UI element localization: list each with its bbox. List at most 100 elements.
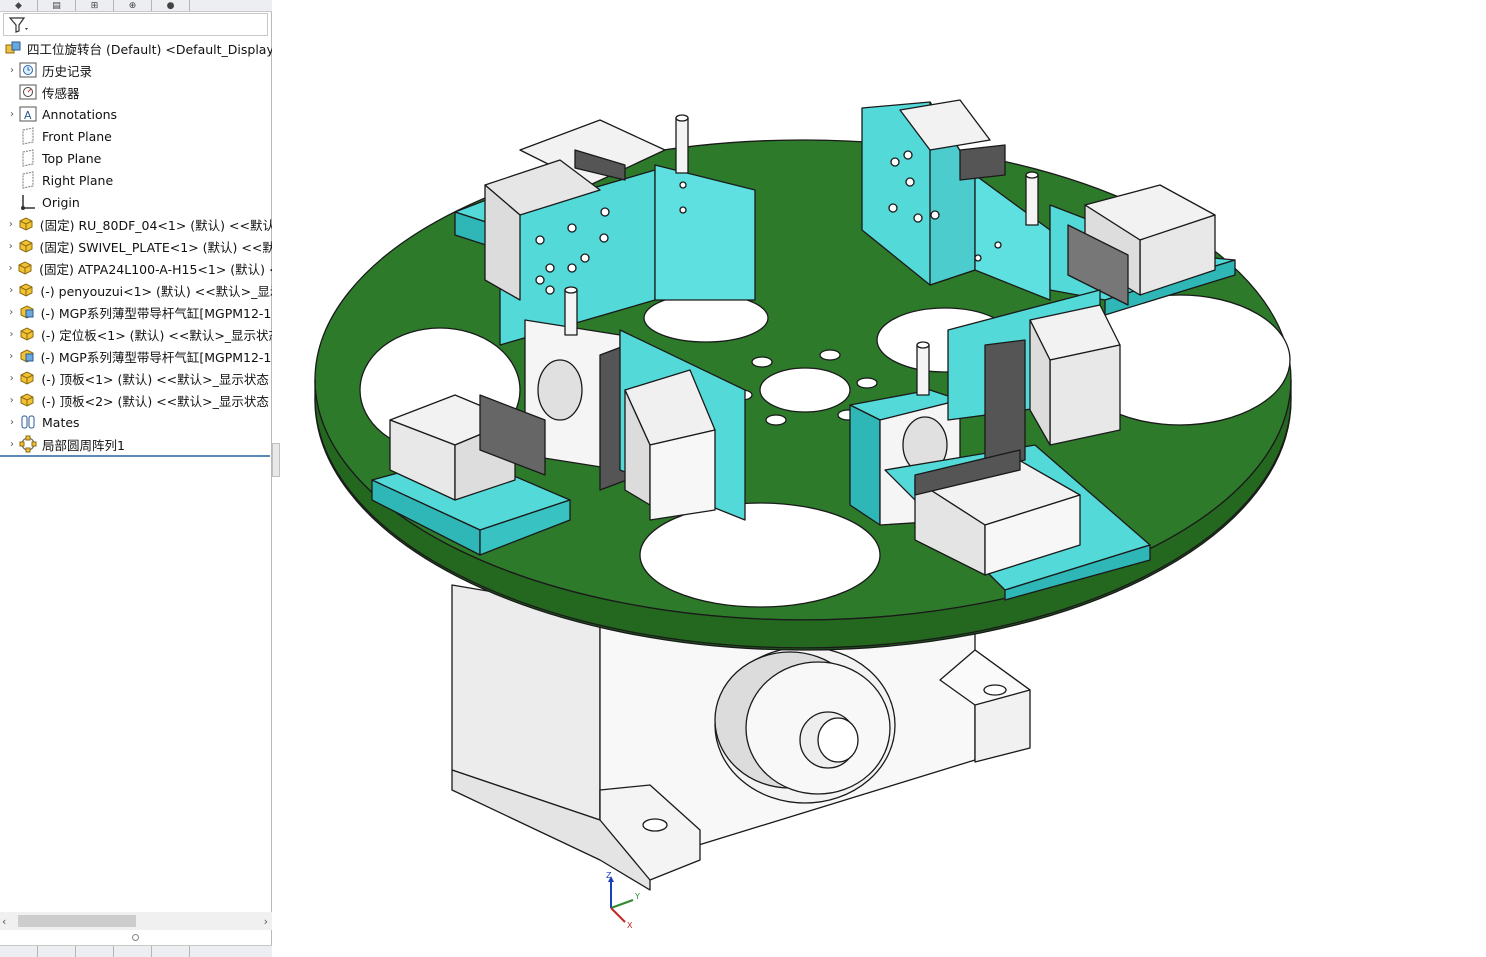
display-manager-tab-icon: ● <box>166 0 175 11</box>
expand-arrow-icon[interactable]: › <box>9 328 14 340</box>
configuration-manager-tab-icon: ⊞ <box>90 0 99 11</box>
bottom-tab-5[interactable] <box>152 946 190 957</box>
station-left-front <box>371 286 746 556</box>
tree-item[interactable]: › (-) 顶板<2> (默认) <<默认>_显示状态 1> <box>0 389 272 411</box>
tree-item-label: Origin <box>42 194 80 210</box>
feature-tree-tab-icon: ◆ <box>15 0 22 11</box>
tab-dimxpert-manager[interactable]: ⊕ <box>114 0 152 11</box>
tree-item-label: (固定) SWIVEL_PLATE<1> (默认) <<默认>_显示状态 1> <box>39 239 272 255</box>
history-icon <box>19 62 37 78</box>
tree-item[interactable]: › A Annotations <box>0 103 272 125</box>
feature-manager-panel: ◆ ▤ ⊞ ⊕ ● 四工位旋转台 (Default) <Default_Disp… <box>0 0 272 957</box>
expand-arrow-icon[interactable]: › <box>9 394 14 406</box>
tree-item[interactable]: › (固定) RU_80DF_04<1> (默认) <<默认>_显示状态 1> <box>0 213 272 235</box>
assembly-icon <box>5 41 21 54</box>
tree-item[interactable]: ›(-) MGP系列薄型带导杆气缸[MGPM12-10Z]<1> <box>0 301 272 323</box>
tree-item-label: 局部圆周阵列1 <box>42 437 125 453</box>
horizontal-scrollbar[interactable]: ‹ › <box>0 912 272 930</box>
funnel-icon[interactable] <box>8 16 30 34</box>
bottom-tab-3[interactable] <box>76 946 114 957</box>
expand-arrow-icon[interactable]: › <box>9 306 14 318</box>
rollback-bar[interactable] <box>0 455 270 457</box>
tree-item[interactable]: ›传感器 <box>0 81 272 103</box>
tree-item-label: (-) 顶板<2> (默认) <<默认>_显示状态 1> <box>41 393 272 409</box>
tree-item[interactable]: › 历史记录 <box>0 59 272 81</box>
property-manager-tab-icon: ▤ <box>52 0 61 11</box>
station-upper-left <box>454 114 756 346</box>
triad-z-label: Z <box>606 871 612 880</box>
tree-item-label: Annotations <box>42 106 118 122</box>
tree-item[interactable]: › (固定) SWIVEL_PLATE<1> (默认) <<默认>_显示状态 1> <box>0 235 272 257</box>
expand-arrow-icon[interactable]: › <box>10 438 14 450</box>
station-right-front <box>849 289 1151 601</box>
tab-property-manager[interactable]: ▤ <box>38 0 76 11</box>
expand-arrow-icon[interactable]: › <box>8 218 13 230</box>
expand-arrow-icon[interactable]: › <box>8 262 13 274</box>
feature-tree: 四工位旋转台 (Default) <Default_Display State-… <box>0 37 272 455</box>
tree-item[interactable]: › (-) 顶板<1> (默认) <<默认>_显示状态 1> <box>0 367 272 389</box>
tree-item-label: 历史记录 <box>42 63 93 79</box>
part-icon <box>19 283 33 297</box>
plane-icon <box>22 171 34 189</box>
tab-feature-tree[interactable]: ◆ <box>0 0 38 11</box>
axis-triad: Z Y X <box>606 871 640 930</box>
timing-pulley <box>714 646 896 804</box>
bottom-tab-4[interactable] <box>114 946 152 957</box>
tree-item[interactable]: › (-) MGP系列薄型带导杆气缸[MGPM12-10Z]<2> <box>0 345 272 367</box>
bottom-tab-2[interactable] <box>38 946 76 957</box>
tree-item[interactable]: ›Right Plane <box>0 169 272 191</box>
plane-icon <box>22 149 34 167</box>
tree-item[interactable]: › (-) penyouzui<1> (默认) <<默认>_显示状态 1> <box>0 279 272 301</box>
tab-configuration-manager[interactable]: ⊞ <box>76 0 114 11</box>
tree-item[interactable]: › (-) 定位板<1> (默认) <<默认>_显示状态 1> <box>0 323 272 345</box>
tree-item-label: (-) MGP系列薄型带导杆气缸[MGPM12-10Z]<2> <box>40 349 272 365</box>
tree-item[interactable]: ›(固定) ATPA24L100-A-H15<1> (默认) <<默认>_显示状… <box>0 257 272 279</box>
panel-resize-grip[interactable] <box>132 934 139 941</box>
tree-item-label: (固定) RU_80DF_04<1> (默认) <<默认>_显示状态 1> <box>39 217 272 233</box>
expand-arrow-icon[interactable]: › <box>10 416 14 428</box>
tree-item[interactable]: › 局部圆周阵列1 <box>0 433 272 455</box>
expand-arrow-icon[interactable]: › <box>9 372 14 384</box>
expand-arrow-icon[interactable]: › <box>10 108 14 120</box>
scroll-thumb[interactable] <box>18 915 136 927</box>
expand-arrow-icon[interactable]: › <box>9 284 14 296</box>
tree-item-label: 四工位旋转台 (Default) <Default_Display State-… <box>27 41 272 57</box>
plane-icon <box>22 127 34 145</box>
tree-item-label: Top Plane <box>42 150 102 166</box>
tree-item-label: Mates <box>42 414 80 430</box>
tree-item[interactable]: › Mates <box>0 411 272 433</box>
rotary-table-model[interactable] <box>281 0 1486 956</box>
tree-item-label: (-) 定位板<1> (默认) <<默认>_显示状态 1> <box>41 327 272 343</box>
subassembly-icon <box>20 305 34 319</box>
expand-arrow-icon[interactable]: › <box>8 240 13 252</box>
graphics-area[interactable]: Z Y X <box>281 0 1486 956</box>
tree-item-label: (-) 顶板<1> (默认) <<默认>_显示状态 1> <box>41 371 272 387</box>
tree-item-label: Right Plane <box>42 172 114 188</box>
bottom-tab-1[interactable] <box>0 946 38 957</box>
tab-display-manager[interactable]: ● <box>152 0 190 11</box>
origin-icon <box>21 195 35 210</box>
triad-x-label: X <box>627 921 633 930</box>
tree-root-item[interactable]: 四工位旋转台 (Default) <Default_Display State-… <box>0 37 272 59</box>
scroll-left-arrow-icon[interactable]: ‹ <box>2 915 7 928</box>
bottom-tab-strip <box>0 945 272 957</box>
subassembly-icon <box>20 349 34 363</box>
tree-item-label: (-) penyouzui<1> (默认) <<默认>_显示状态 1> <box>40 283 272 299</box>
annotations-icon: A <box>19 106 37 122</box>
circular-pattern-icon <box>19 435 37 453</box>
panel-splitter[interactable] <box>272 443 280 477</box>
svg-text:A: A <box>24 109 32 122</box>
tree-item-label: 传感器 <box>42 85 80 101</box>
expand-arrow-icon[interactable]: › <box>9 350 14 362</box>
part-icon <box>20 327 34 341</box>
scroll-right-arrow-icon[interactable]: › <box>263 915 268 928</box>
sensor-icon <box>19 84 37 100</box>
mates-icon <box>21 415 35 429</box>
dimxpert-tab-icon: ⊕ <box>128 0 137 11</box>
tree-item[interactable]: ›Front Plane <box>0 125 272 147</box>
tree-item[interactable]: ›Top Plane <box>0 147 272 169</box>
expand-arrow-icon[interactable]: › <box>10 64 14 76</box>
tree-item[interactable]: ›Origin <box>0 191 272 213</box>
part-icon <box>18 261 32 275</box>
tree-filter-field[interactable] <box>3 13 268 36</box>
